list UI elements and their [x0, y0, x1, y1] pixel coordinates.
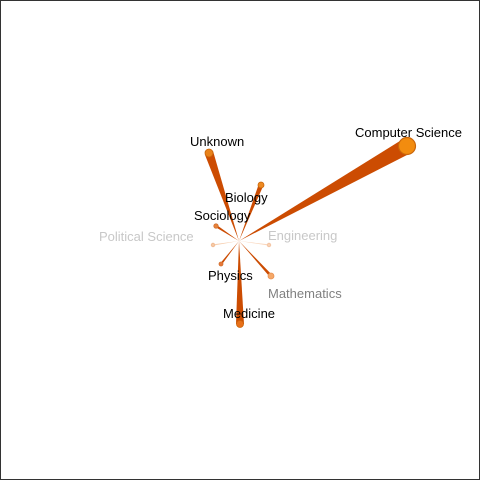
- node-biology: [257, 181, 265, 189]
- node-medicine: [236, 320, 244, 328]
- label-mathematics: Mathematics: [268, 286, 342, 301]
- node-computer-science: [397, 136, 417, 156]
- edge-physics: [220, 241, 239, 265]
- node-political-science: [210, 242, 216, 248]
- label-computer-science: Computer Science: [355, 125, 462, 140]
- edge-unknown: [204, 151, 239, 241]
- edge-medicine: [236, 241, 244, 324]
- edge-sociology: [215, 225, 239, 241]
- node-sociology: [213, 223, 219, 229]
- label-physics: Physics: [208, 268, 253, 283]
- node-unknown: [204, 148, 214, 158]
- node-layer: [204, 136, 417, 328]
- label-political-science: Political Science: [99, 229, 194, 244]
- edge-biology: [239, 184, 264, 241]
- label-medicine: Medicine: [223, 306, 276, 321]
- label-sociology: Sociology: [194, 208, 251, 223]
- node-physics: [218, 261, 224, 267]
- edge-engineering: [239, 241, 270, 246]
- edge-layer: [204, 139, 411, 324]
- edge-political-science: [212, 241, 239, 246]
- edge-mathematics: [239, 241, 273, 277]
- label-unknown: Unknown: [190, 134, 245, 149]
- label-engineering: Engineering: [268, 228, 338, 243]
- node-mathematics: [267, 272, 275, 280]
- label-biology: Biology: [225, 190, 268, 205]
- node-engineering: [266, 242, 272, 248]
- edge-computer-science: [239, 139, 411, 241]
